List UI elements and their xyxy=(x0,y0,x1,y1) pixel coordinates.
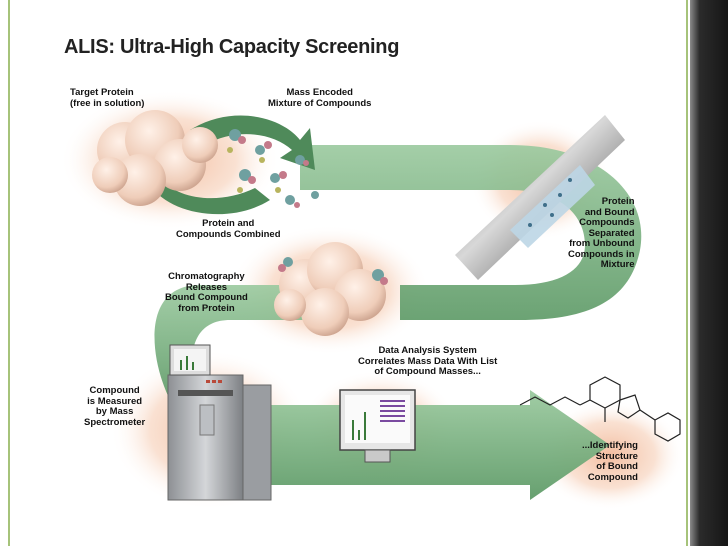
computer-monitor-icon xyxy=(169,344,211,376)
label-chromatography: Chromatography Releases Bound Compound f… xyxy=(165,271,248,314)
label-protein-compounds-combined: Protein and Compounds Combined xyxy=(176,218,281,240)
chemical-structure-icon xyxy=(519,376,681,442)
protein-blob-icon xyxy=(92,110,218,206)
bound-protein-blob-icon xyxy=(274,242,388,336)
label-target-protein: Target Protein (free in solution) xyxy=(70,87,145,109)
mass-spectrometer-icon xyxy=(167,374,272,501)
chromatography-column-icon xyxy=(455,115,625,280)
label-protein-bound-separated: Protein and Bound Compounds Separated fr… xyxy=(568,196,635,270)
page-title: ALIS: Ultra-High Capacity Screening xyxy=(64,36,400,58)
label-compound-measured: Compound is Measured by Mass Spectromete… xyxy=(84,385,146,428)
decorative-side-band xyxy=(690,0,728,546)
label-mass-encoded-mixture: Mass Encoded Mixture of Compounds xyxy=(268,87,372,109)
label-data-analysis: Data Analysis System Correlates Mass Dat… xyxy=(358,345,498,377)
mixing-arrows-icon xyxy=(135,115,315,215)
label-identifying-structure: ...Identifying Structure of Bound Compou… xyxy=(582,440,638,483)
data-analysis-monitor-icon xyxy=(339,389,416,463)
compound-molecule-icon xyxy=(227,129,319,208)
